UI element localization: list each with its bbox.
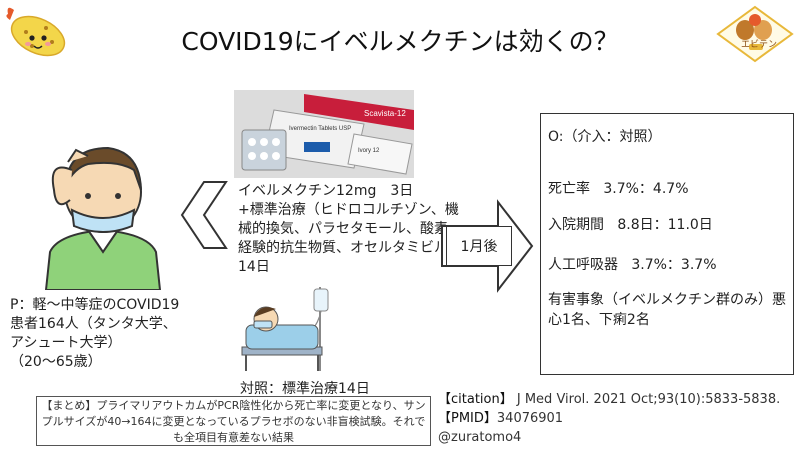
- summary-box: 【まとめ】プライマリアウトカムがPCR陰性化から死亡率に変更となり、サンプルサイ…: [36, 396, 431, 446]
- logo-diamond-icon: [716, 5, 794, 63]
- outcome-row-ventilator: 人工呼吸器 3.7%：3.7%: [548, 254, 717, 274]
- outcome-label: 死亡率: [548, 181, 590, 197]
- pmid-line: 【PMID】34076901: [438, 409, 780, 428]
- citation: 【citation】 J Med Virol. 2021 Oct;93(10):…: [438, 390, 780, 447]
- hospital-bed-illustration: [241, 287, 329, 371]
- adverse-events: 有害事象（イベルメクチン群のみ）悪心1名、下痢2名: [548, 292, 786, 328]
- ivermectin-photo: Scavista-12 Ivermectin Tablets USP Ivory…: [234, 90, 414, 178]
- patient-illustration: [44, 146, 162, 290]
- package-text-1: Scavista-12: [364, 109, 406, 118]
- logo-text: エビテン: [741, 40, 778, 50]
- outcomes-title: O:（介入：対照）: [548, 129, 662, 145]
- control-text: 対照：標準治療14日: [240, 381, 370, 397]
- patients-text: P：軽～中等症のCOVID19 患者164人（タンタ大学、 アシュート大学） （…: [10, 297, 180, 370]
- pmid-label: 【PMID】: [438, 411, 497, 426]
- package-text-3: Ivory 12: [358, 148, 380, 154]
- outcomes-box: O:（介入：対照） 死亡率 3.7%：4.7% 入院期間 8.8日：11.0日 …: [540, 113, 794, 375]
- package-text-2: Ivermectin Tablets USP: [289, 126, 351, 132]
- page-title: COVID19にイベルメクチンは効くの？: [181, 27, 619, 56]
- citation-line: 【citation】 J Med Virol. 2021 Oct;93(10):…: [438, 390, 780, 409]
- citation-journal: J Med Virol. 2021 Oct;93(10):5833-5838.: [516, 392, 781, 407]
- outcome-value: 3.7%：4.7%: [603, 181, 689, 197]
- outcome-value: 8.8日：11.0日: [617, 217, 713, 233]
- author-handle: @zuratomo4: [438, 430, 522, 445]
- followup-label: 1月後: [446, 226, 512, 266]
- citation-label: 【citation】: [438, 392, 513, 407]
- outcome-label: 入院期間: [548, 217, 604, 233]
- outcome-value: 3.7%：3.7%: [631, 257, 717, 273]
- ebiten-logo: エビテン: [715, 4, 795, 64]
- outcome-label: 人工呼吸器: [548, 257, 618, 273]
- tempura-mascot-icon: [6, 7, 66, 57]
- outcome-row-mortality: 死亡率 3.7%：4.7%: [548, 178, 689, 198]
- outcome-row-stay: 入院期間 8.8日：11.0日: [548, 214, 713, 234]
- pmid-value: 34076901: [496, 411, 564, 426]
- chevron-left-icon: [180, 181, 228, 249]
- intervention-text: イベルメクチン12mg 3日 +標準治療（ヒドロコルチゾン、機械的換気、パラセタ…: [238, 183, 462, 275]
